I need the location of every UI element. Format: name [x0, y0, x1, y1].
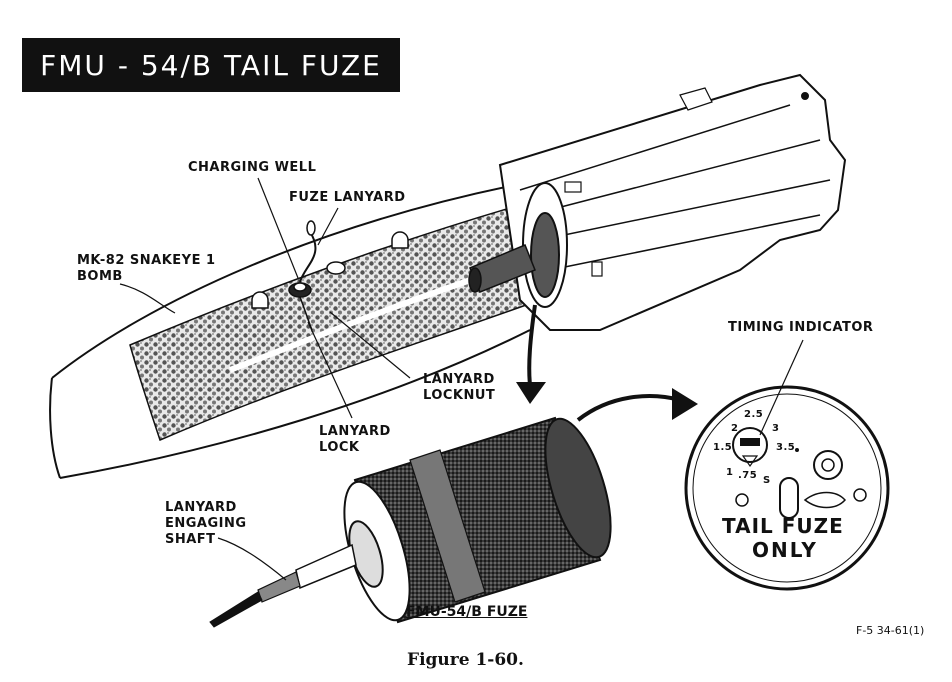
dial-face-line2: ONLY	[752, 538, 818, 562]
dial-mark: .75	[738, 470, 758, 481]
charging-tube	[228, 267, 501, 373]
figure-caption: Figure 1-60.	[407, 650, 524, 670]
label-fuze-lanyard: FUZE LANYARD	[289, 190, 406, 205]
tail-fin-assembly	[498, 73, 847, 331]
label-shaft-line2: ENGAGING	[165, 516, 247, 531]
label-bomb-line1: MK-82 SNAKEYE 1	[77, 253, 216, 268]
arrow-to-dial	[576, 394, 681, 422]
dial-mark: 2.5	[744, 409, 764, 420]
bomb-body	[49, 184, 531, 479]
explosive-cutaway	[129, 204, 541, 442]
arrow-to-fuze-head	[516, 382, 546, 404]
label-locknut-line2: LOCKNUT	[423, 388, 496, 403]
dial-mark: S	[763, 475, 771, 486]
label-bomb-line2: BOMB	[77, 269, 123, 284]
label-shaft-line1: LANYARD	[165, 500, 237, 515]
arrow-to-dial-head	[672, 388, 698, 420]
label-lock-line2: LOCK	[319, 440, 360, 455]
dial-mark: 1	[726, 467, 734, 478]
charging-well-assembly	[288, 220, 317, 331]
label-charging-well: CHARGING WELL	[188, 160, 317, 175]
installed-fuze	[468, 244, 536, 293]
suspension-lugs	[251, 231, 409, 309]
leader-lines	[119, 177, 804, 581]
fuze-cylinder	[209, 416, 612, 628]
label-locknut-line1: LANYARD	[423, 372, 495, 387]
label-shaft-line3: SHAFT	[165, 532, 216, 547]
dial-mark: 1.5	[713, 442, 733, 453]
arrow-to-fuze	[527, 304, 537, 386]
dial-mark: 3	[772, 423, 780, 434]
fuze-name-label: FMU-54/B FUZE	[406, 604, 528, 620]
title-banner: FMU - 54/B TAIL FUZE	[22, 38, 400, 92]
timing-dial	[684, 385, 890, 591]
dial-mark: 2	[731, 423, 739, 434]
label-lock-line1: LANYARD	[319, 424, 391, 439]
label-timing-indicator: TIMING INDICATOR	[728, 320, 874, 335]
dial-face-line1: TAIL FUZE	[722, 514, 844, 538]
page-title: FMU - 54/B TAIL FUZE	[40, 48, 382, 82]
reference-code: F-5 34-61(1)	[856, 624, 925, 637]
dial-mark: 3.5	[776, 442, 796, 453]
